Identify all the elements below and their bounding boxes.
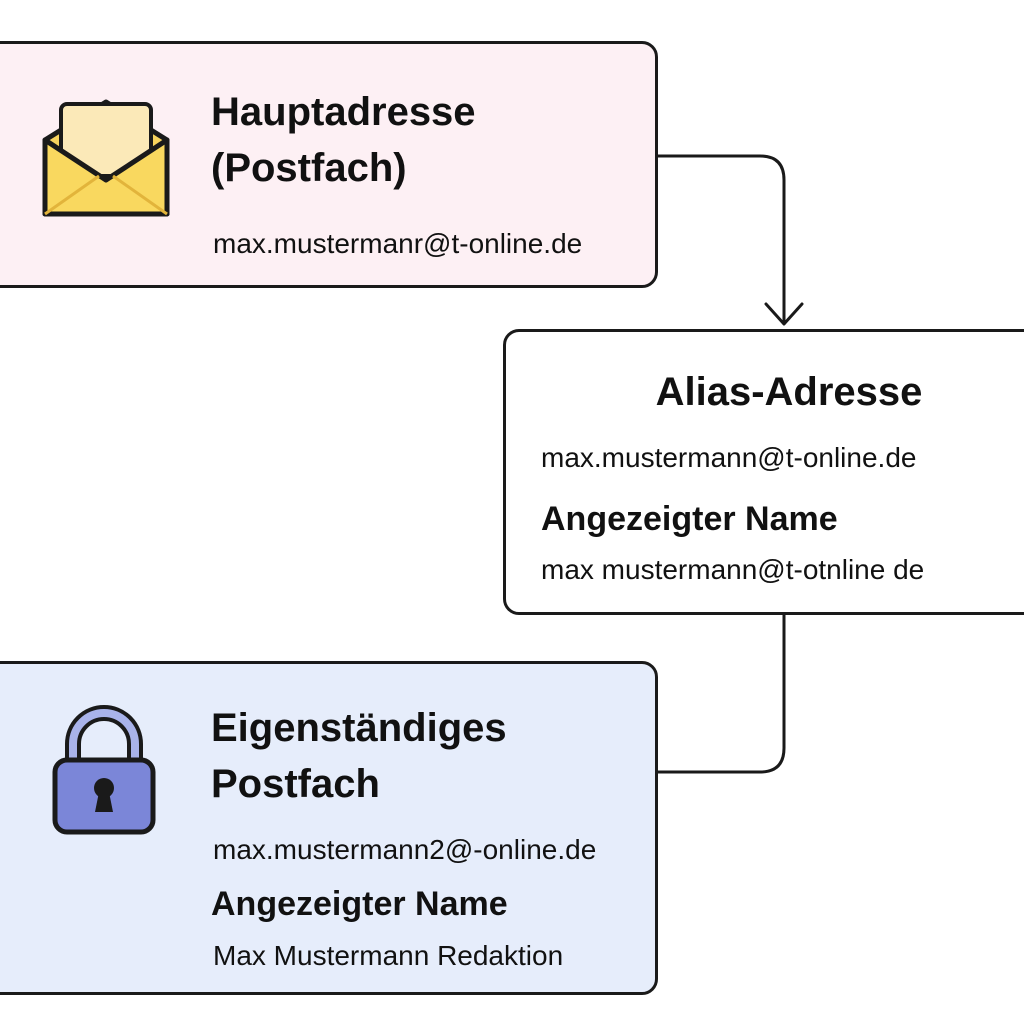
alias-address-card[interactable]: Alias-Adresse max.mustermann@t-online.de… bbox=[503, 329, 1024, 615]
alias-display-name-value: max mustermann@t-otnline de bbox=[541, 554, 925, 585]
own-mailbox-card[interactable]: Eigenständiges Postfach max.mustermann2@… bbox=[0, 661, 658, 995]
own-mailbox-email: max.mustermann2@-online.de bbox=[213, 834, 597, 865]
main-mailbox-card[interactable]: Hauptadresse (Postfach) max.mustermanr@t… bbox=[0, 41, 658, 288]
own-mailbox-title: Eigenständiges Postfach bbox=[211, 700, 507, 812]
alias-title: Alias-Adresse bbox=[655, 370, 923, 414]
connector-main-to-alias bbox=[658, 154, 786, 322]
main-mailbox-title: Hauptadresse (Postfach) bbox=[211, 84, 476, 196]
open-envelope-icon bbox=[42, 99, 170, 217]
padlock-icon bbox=[52, 705, 156, 835]
own-mailbox-display-name-label: Angezeigter Name bbox=[211, 885, 508, 923]
alias-display-name-label: Angezeigter Name bbox=[541, 500, 838, 538]
main-mailbox-email: max.mustermanr@t-online.de bbox=[213, 228, 583, 259]
arrowhead-icon bbox=[764, 302, 804, 326]
main-mailbox-title-line2: (Postfach) bbox=[211, 146, 407, 190]
alias-email: max.mustermann@t-online.de bbox=[541, 442, 917, 473]
own-mailbox-title-line1: Eigenständiges bbox=[211, 706, 507, 750]
main-mailbox-title-line1: Hauptadresse bbox=[211, 90, 476, 134]
own-mailbox-title-line2: Postfach bbox=[211, 762, 380, 806]
own-mailbox-display-name-value: Max Mustermann Redaktion bbox=[213, 940, 564, 971]
connector-alias-to-own bbox=[658, 615, 786, 774]
